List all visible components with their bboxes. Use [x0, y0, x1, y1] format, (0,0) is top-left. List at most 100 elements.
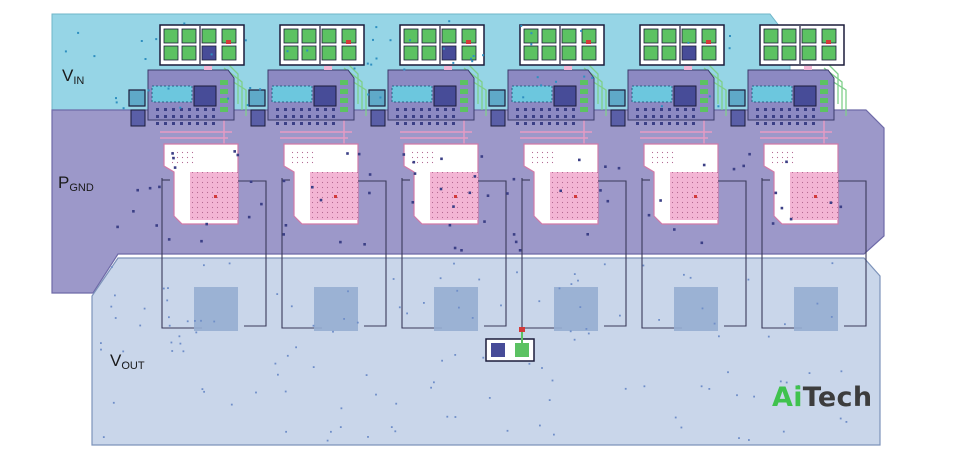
cap-pad: [403, 45, 419, 61]
via: [452, 61, 455, 64]
via: [512, 233, 516, 236]
ic-via: [668, 122, 671, 125]
via: [541, 367, 543, 369]
small-pad: [444, 66, 452, 70]
via: [246, 104, 249, 107]
ic-via: [564, 122, 567, 125]
via: [356, 321, 359, 324]
cap-pad: [341, 45, 357, 61]
power-stage-5: [608, 24, 747, 331]
via: [143, 307, 146, 310]
via: [286, 354, 289, 357]
via: [112, 401, 115, 404]
via: [158, 185, 161, 189]
via: [286, 50, 289, 53]
small-pad: [820, 89, 828, 94]
cap-pad: [181, 28, 197, 44]
via: [368, 191, 371, 195]
via: [604, 165, 607, 168]
via: [228, 262, 231, 265]
ic-via: [212, 122, 215, 125]
via: [147, 89, 150, 92]
via: [673, 228, 676, 231]
via: [708, 95, 711, 98]
logo-part-ai: Ai: [772, 382, 803, 413]
ic-via: [292, 108, 295, 111]
cap-pad: [523, 28, 539, 44]
via: [486, 194, 490, 197]
via: [168, 316, 170, 319]
via: [439, 187, 443, 191]
ic-via: [780, 115, 783, 118]
cap-pad: [661, 28, 677, 44]
ic-via: [204, 122, 207, 125]
via: [468, 191, 472, 195]
cap-pad: [163, 28, 179, 44]
small-pad: [580, 89, 588, 94]
via: [540, 84, 543, 87]
ic-via: [412, 108, 415, 111]
small-pad: [820, 80, 828, 85]
via: [701, 307, 704, 310]
small-pad: [820, 98, 828, 103]
via: [77, 31, 80, 34]
via: [674, 416, 677, 419]
sense-trace: [401, 178, 442, 329]
via: [365, 374, 368, 376]
small-pad: [820, 107, 828, 112]
sw-pad: [193, 85, 217, 107]
ic-via: [796, 115, 799, 118]
via: [367, 93, 370, 96]
via: [136, 188, 139, 192]
via: [423, 302, 425, 304]
ic-via: [324, 108, 327, 111]
ic-via: [444, 122, 447, 125]
ic-via: [644, 122, 647, 125]
ic-via: [452, 122, 455, 125]
ic-via: [788, 108, 791, 111]
ic-via: [284, 122, 287, 125]
via: [110, 305, 113, 308]
bypass-cap: [488, 89, 506, 107]
sense-trace: [358, 180, 387, 327]
vin-pad: [751, 85, 793, 103]
via: [839, 417, 842, 420]
via: [659, 199, 662, 202]
via: [779, 380, 782, 383]
via: [453, 262, 455, 265]
via: [357, 152, 361, 156]
via: [290, 305, 293, 308]
via: [395, 402, 398, 405]
cap-pad: [701, 45, 717, 61]
ic-via: [772, 108, 775, 111]
via: [370, 63, 373, 66]
via: [717, 105, 720, 108]
cap-pad: [781, 45, 797, 61]
ic-via: [764, 108, 767, 111]
via: [660, 105, 663, 108]
via: [753, 395, 755, 398]
ic-via: [172, 108, 175, 111]
via: [413, 172, 417, 175]
via: [482, 54, 485, 57]
bypass-cap: [730, 109, 746, 127]
small-pad: [340, 80, 348, 85]
via: [210, 53, 213, 56]
inductor-pad-bottom: [674, 287, 718, 331]
ic-via: [396, 115, 399, 118]
via: [132, 210, 135, 213]
ic-via: [516, 108, 519, 111]
via: [93, 55, 96, 58]
via: [471, 60, 474, 63]
ic-via: [532, 108, 535, 111]
ic-via: [644, 108, 647, 111]
via: [647, 213, 651, 217]
via: [570, 283, 573, 285]
ic-via: [684, 115, 687, 118]
ic-via: [404, 115, 407, 118]
pad-dots: [532, 150, 554, 166]
vin-label-main: V: [62, 66, 74, 85]
small-pad: [460, 89, 468, 94]
ic-via: [564, 115, 567, 118]
power-stage-2: [248, 24, 387, 331]
